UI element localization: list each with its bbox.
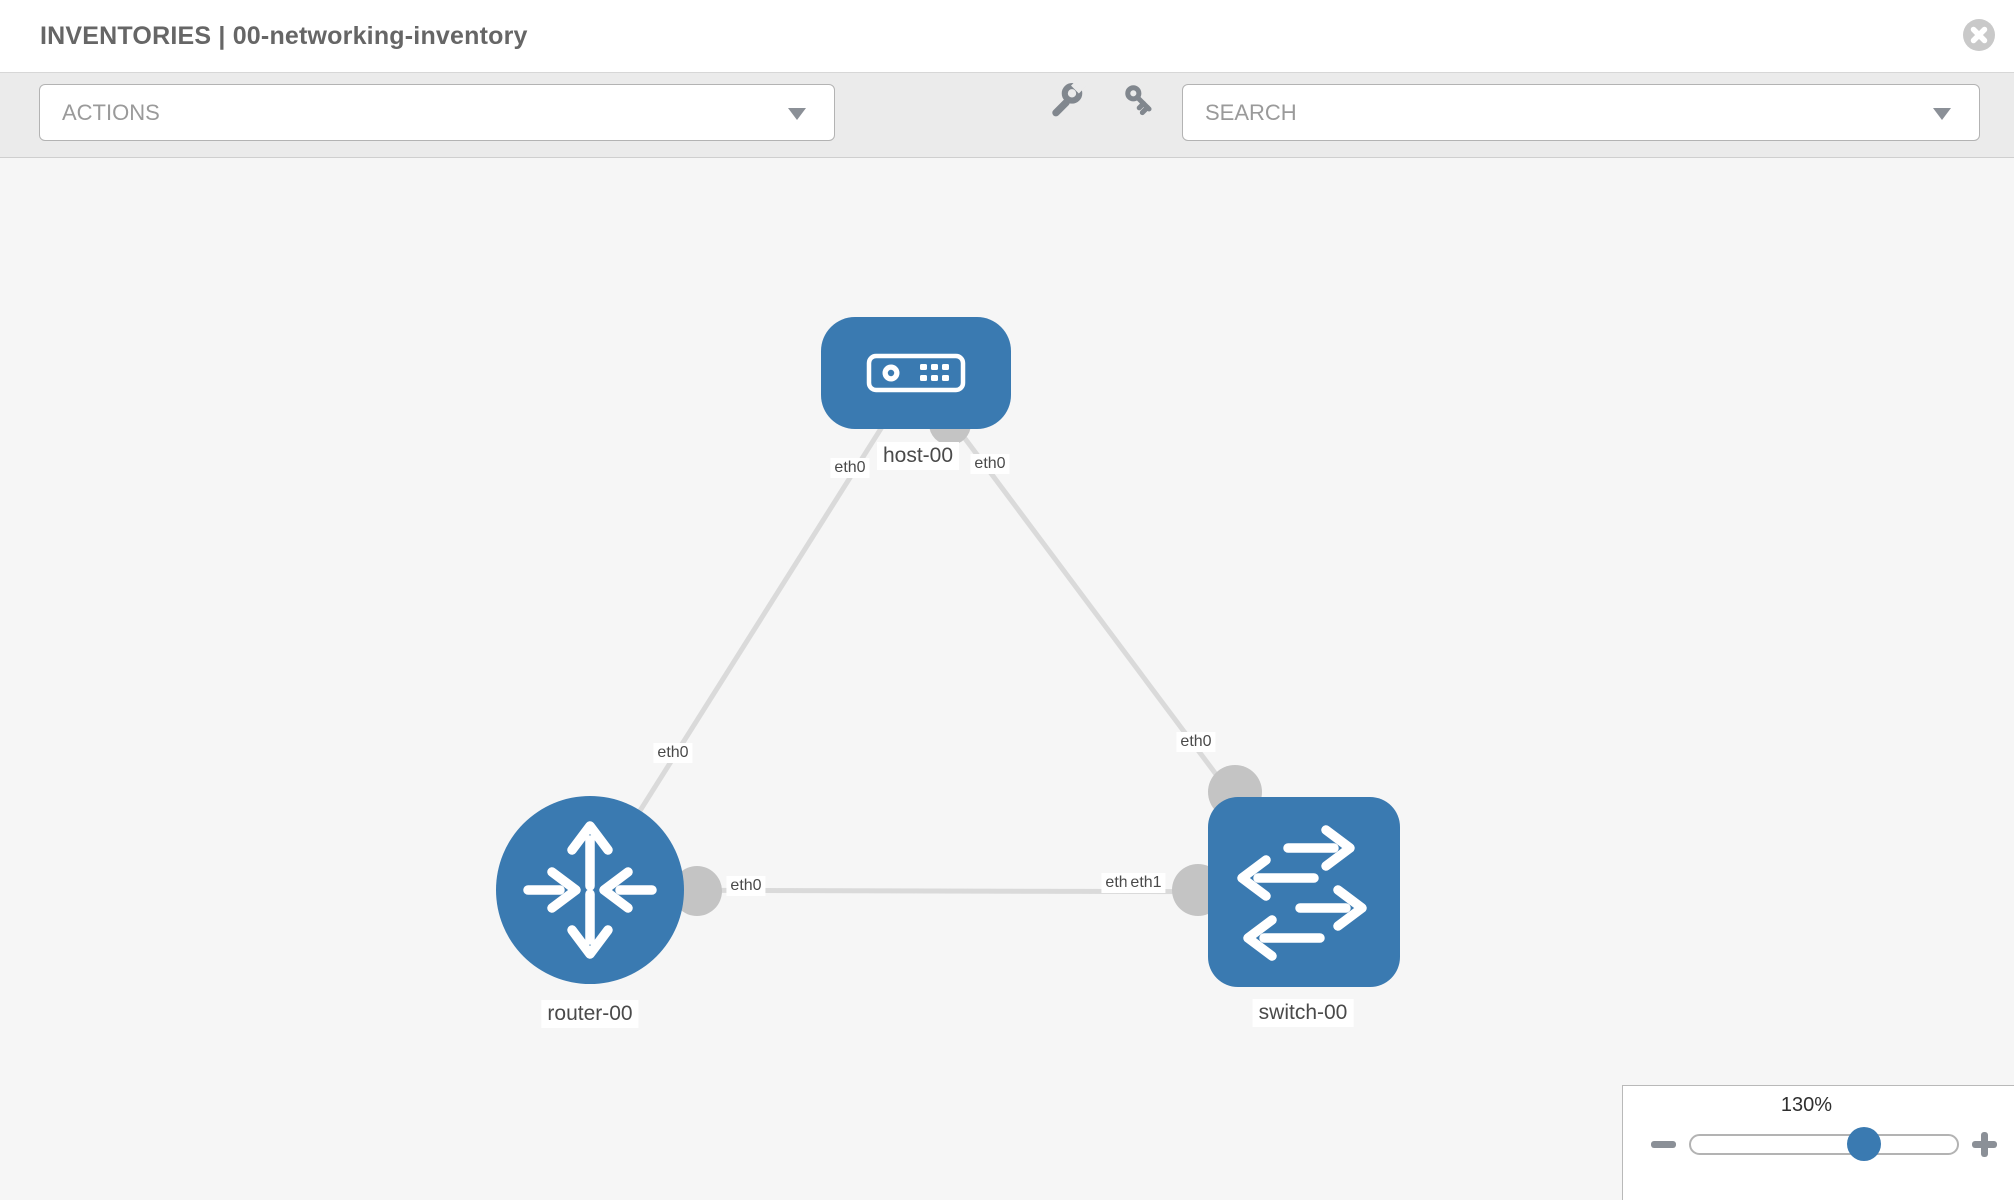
- header: INVENTORIES | 00-networking-inventory: [0, 0, 2014, 73]
- close-button[interactable]: [1962, 18, 1996, 52]
- switch-icon: [1237, 825, 1367, 961]
- toolbar: ACTIONS SEARCH: [0, 73, 2014, 158]
- zoom-in-button[interactable]: [1972, 1132, 1997, 1157]
- node-switch[interactable]: [1208, 797, 1400, 987]
- port-label-router-eth0-uplink: eth0: [653, 743, 693, 763]
- interface-connectors: [672, 403, 1262, 916]
- close-icon: [1963, 19, 1995, 51]
- zoom-panel: 130%: [1622, 1085, 2014, 1200]
- chevron-down-icon: [788, 108, 806, 120]
- actions-dropdown[interactable]: ACTIONS: [39, 84, 835, 141]
- node-label-host: host-00: [876, 442, 960, 470]
- zoom-slider[interactable]: [1689, 1127, 1959, 1161]
- credentials-button[interactable]: [1118, 79, 1162, 123]
- host-icon: [866, 353, 966, 393]
- wrench-icon: [1052, 77, 1087, 116]
- zoom-out-button[interactable]: [1651, 1141, 1676, 1148]
- node-label-switch: switch-00: [1252, 999, 1354, 1027]
- search-dropdown[interactable]: SEARCH: [1182, 84, 1980, 141]
- search-placeholder: SEARCH: [1205, 100, 1297, 125]
- key-icon: [1125, 84, 1152, 115]
- node-router[interactable]: [496, 796, 684, 984]
- zoom-slider-handle[interactable]: [1847, 1127, 1881, 1161]
- actions-dropdown-label: ACTIONS: [62, 100, 160, 125]
- topology-canvas[interactable]: host-00 router-00 switch-00 eth0 eth0 et…: [0, 158, 2014, 1200]
- page-title: INVENTORIES | 00-networking-inventory: [40, 22, 528, 50]
- router-icon: [523, 821, 657, 959]
- port-label-host-eth0-left: eth0: [830, 458, 870, 478]
- chevron-down-icon: [1933, 108, 1951, 120]
- port-label-switch-eth1: eth1: [1126, 873, 1166, 893]
- node-host[interactable]: [821, 317, 1011, 429]
- port-label-router-eth0-lan: eth0: [726, 876, 766, 896]
- port-label-host-eth0-right: eth0: [970, 454, 1010, 474]
- configure-button[interactable]: [1045, 77, 1089, 123]
- connector-router-right: [672, 866, 722, 916]
- zoom-level-text: 130%: [1780, 1094, 1833, 1116]
- port-label-switch-eth0-uplink: eth0: [1176, 732, 1216, 752]
- node-label-router: router-00: [541, 1000, 639, 1028]
